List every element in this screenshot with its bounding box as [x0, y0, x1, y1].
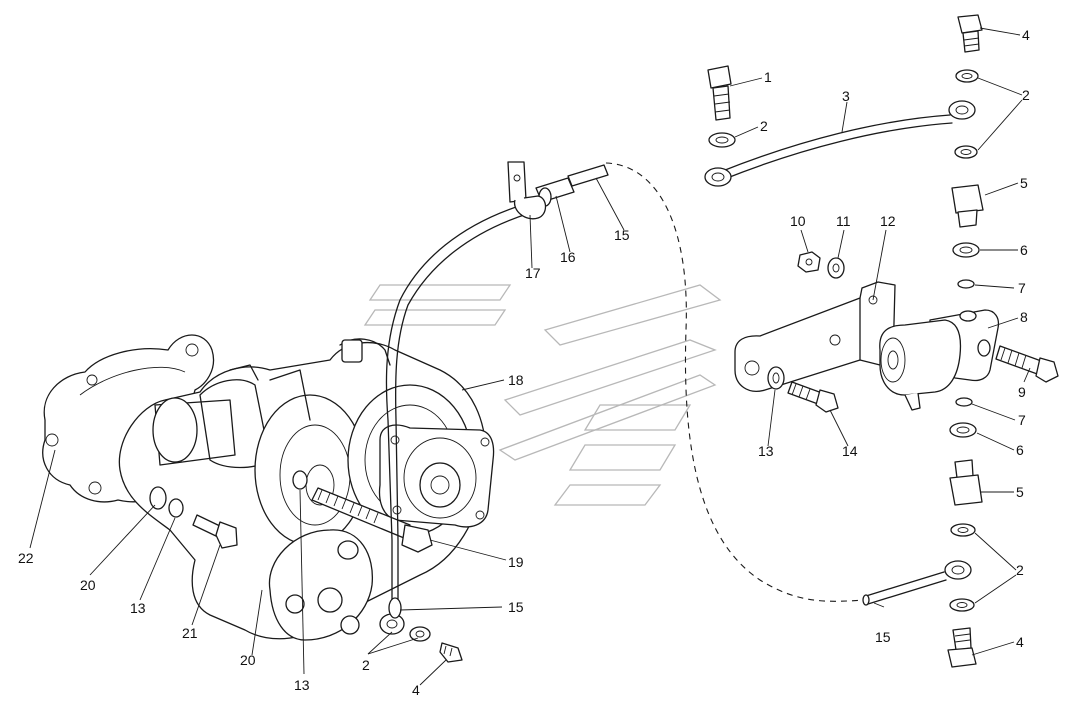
pipe-routing-dashed-line — [605, 162, 867, 602]
valve-bracket — [734, 281, 896, 392]
callout-8: 8 — [1020, 309, 1028, 325]
callout-11: 11 — [836, 213, 851, 229]
lower-cover — [268, 529, 374, 641]
lower-fittings — [379, 613, 463, 663]
nut-and-washer — [797, 251, 845, 279]
callout-5: 5 — [1016, 484, 1024, 500]
callout-19: 19 — [508, 554, 524, 570]
banjo-bolt-top — [707, 65, 736, 148]
callout-13: 13 — [758, 443, 774, 459]
callout-15: 15 — [508, 599, 524, 615]
callout-10: 10 — [790, 213, 806, 229]
pipe-3 — [704, 100, 976, 187]
callout-22: 22 — [18, 550, 34, 566]
callout-6: 6 — [1020, 242, 1028, 258]
callout-labels: 1 2 3 4 2 5 6 7 8 9 7 6 5 2 4 10 11 12 1… — [18, 27, 1030, 698]
callout-20: 20 — [80, 577, 96, 593]
leader-lines — [29, 27, 1031, 686]
pump-flange — [378, 424, 495, 528]
callout-12: 12 — [880, 213, 896, 229]
lower-right-fittings — [947, 397, 983, 668]
callout-4: 4 — [412, 682, 420, 698]
valve-body — [879, 309, 1000, 411]
callout-16: 16 — [560, 249, 576, 265]
bolt-9 — [995, 345, 1059, 383]
callout-20: 20 — [240, 652, 256, 668]
callout-1: 1 — [764, 69, 772, 85]
bolt-14-and-washer-13 — [767, 366, 839, 413]
callout-3: 3 — [842, 88, 850, 104]
callout-2: 2 — [760, 118, 768, 134]
callout-2: 2 — [362, 657, 370, 673]
left-bolt — [192, 514, 238, 549]
washer-20-left — [149, 486, 167, 510]
stud-bolt — [311, 487, 433, 553]
callout-7: 7 — [1018, 280, 1026, 296]
callout-4: 4 — [1016, 634, 1024, 650]
washer-13-left — [168, 498, 184, 518]
main-housing — [118, 338, 487, 640]
callout-21: 21 — [182, 625, 198, 641]
callout-2: 2 — [1016, 562, 1024, 578]
watermark — [363, 284, 722, 506]
callout-9: 9 — [1018, 384, 1026, 400]
washer-13-mid — [292, 470, 308, 490]
bracket — [507, 161, 547, 220]
callout-15: 15 — [614, 227, 630, 243]
callout-13: 13 — [130, 600, 146, 616]
callout-4: 4 — [1022, 27, 1030, 43]
callout-14: 14 — [842, 443, 858, 459]
right-column-fittings — [951, 14, 984, 289]
callout-17: 17 — [525, 265, 541, 281]
pipe-15-lower — [862, 560, 972, 606]
callout-6: 6 — [1016, 442, 1024, 458]
callout-7: 7 — [1018, 412, 1026, 428]
callout-5: 5 — [1020, 175, 1028, 191]
callout-18: 18 — [508, 372, 524, 388]
callout-15: 15 — [875, 629, 891, 645]
callout-13: 13 — [294, 677, 310, 693]
callout-2: 2 — [1022, 87, 1030, 103]
